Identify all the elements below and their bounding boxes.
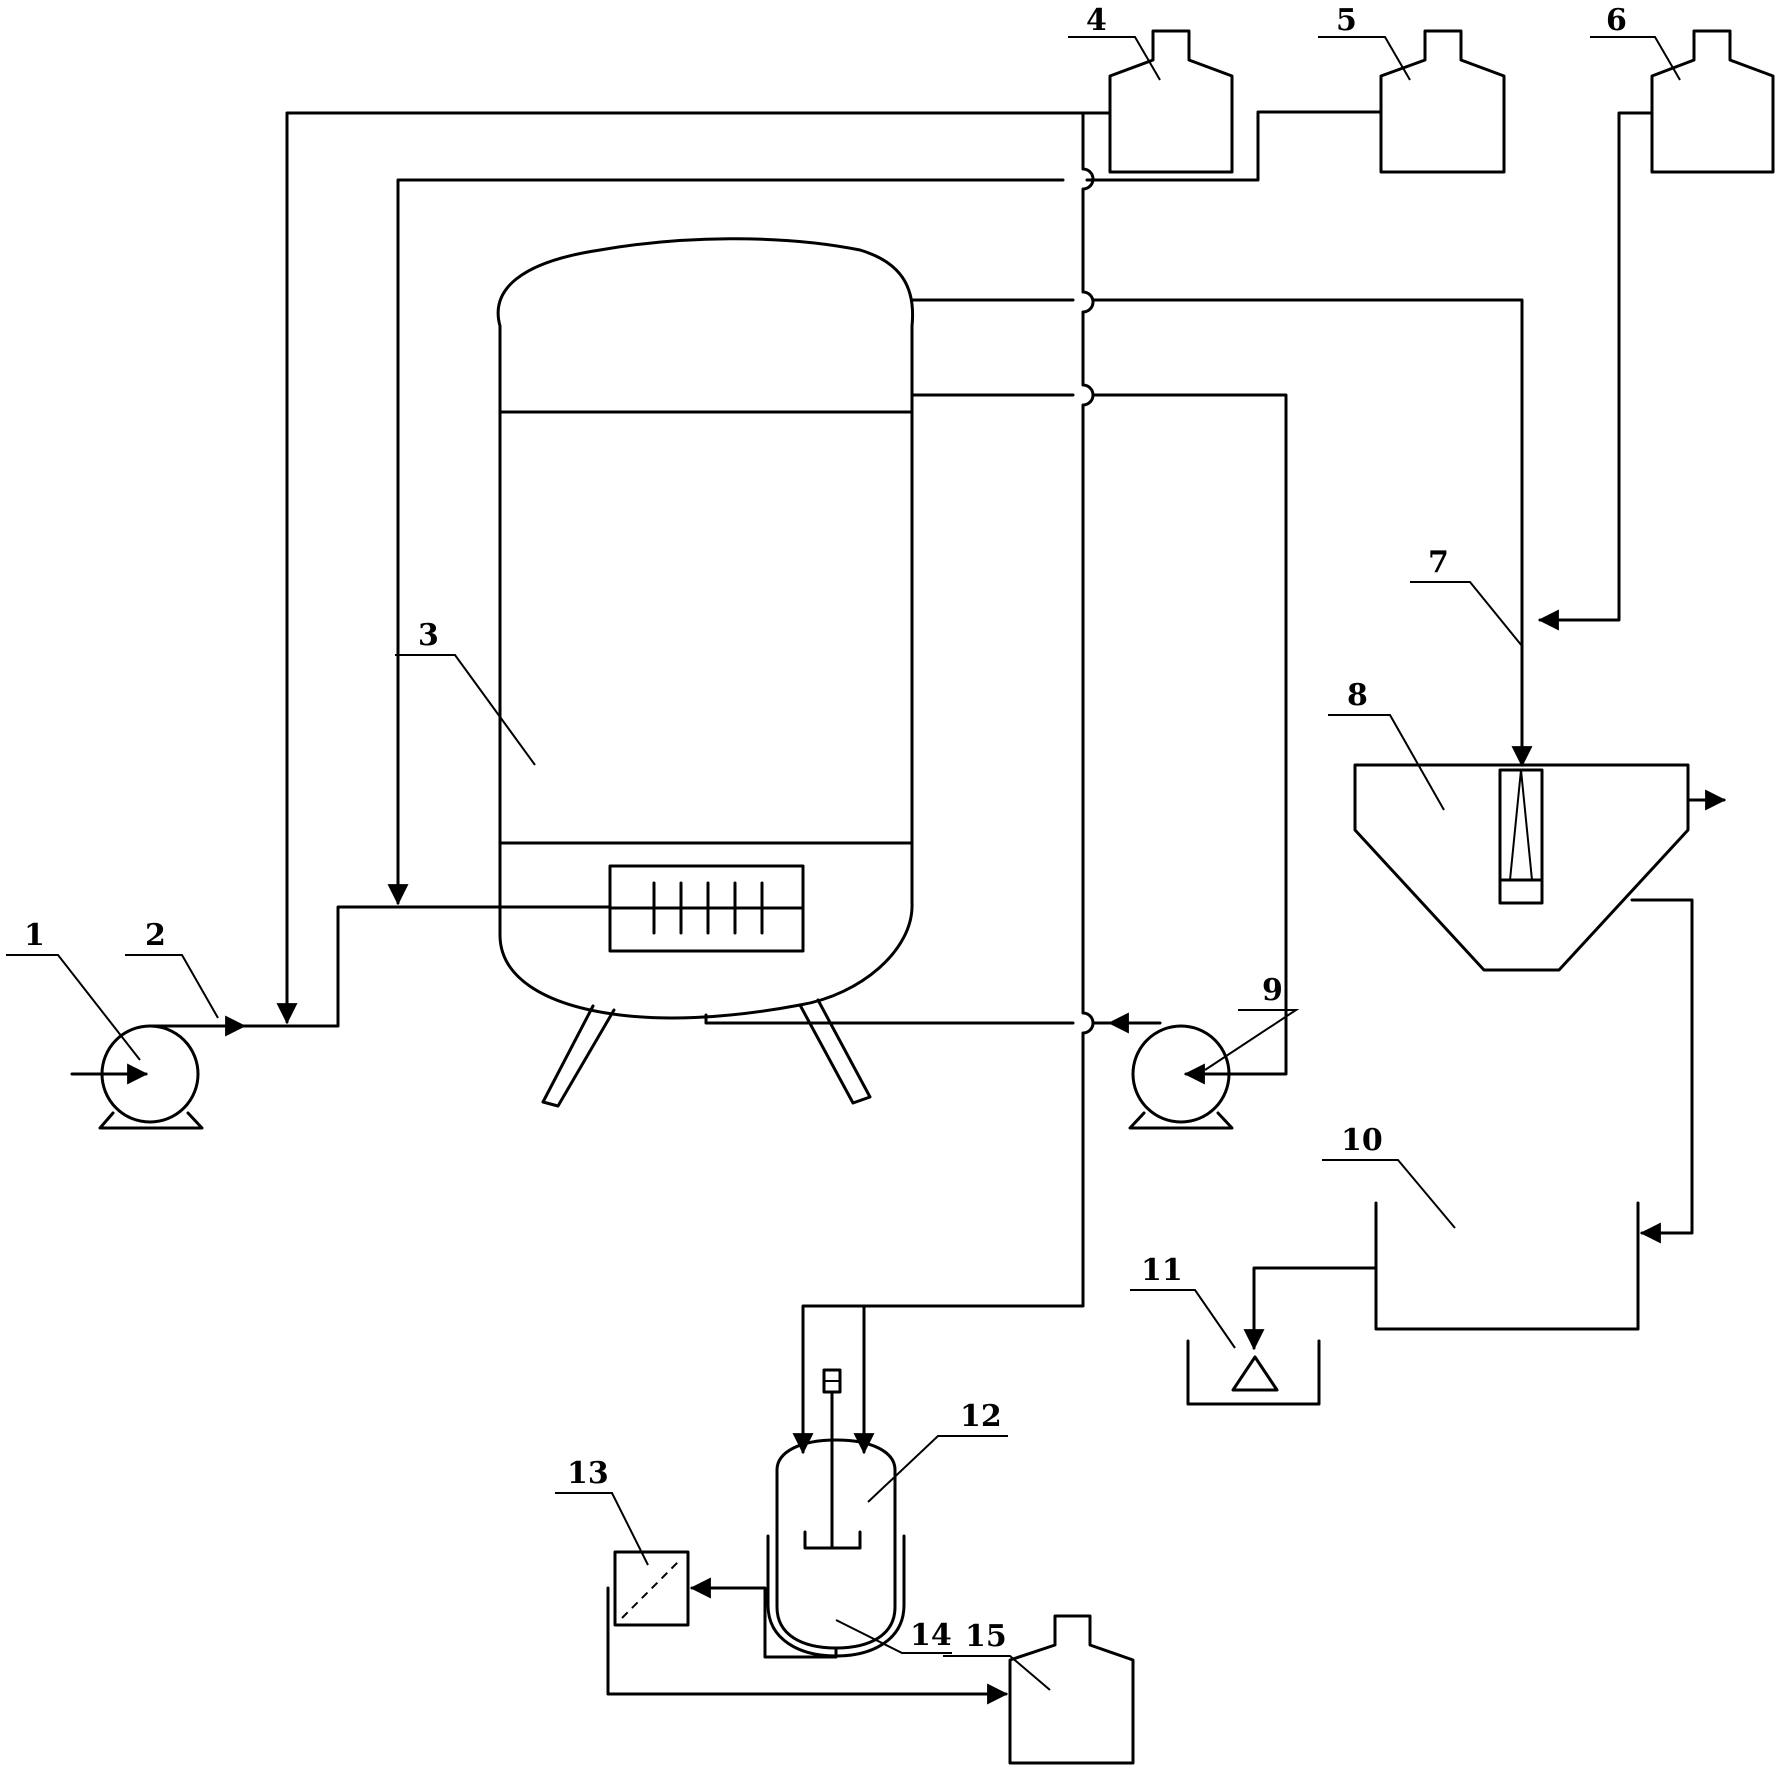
label-7: 7 [1428,545,1449,580]
leader-lines [6,36,1681,1691]
label-15: 15 [965,1619,1007,1654]
settling-tank-icon [1353,763,1690,972]
label-9: 9 [1262,973,1283,1008]
label-4: 4 [1086,3,1107,38]
label-3: 3 [418,618,439,653]
main-reactor-tank [496,237,915,1108]
label-6: 6 [1606,3,1627,38]
bottle-icon-6 [1650,29,1775,174]
bottle-icon-5 [1379,29,1506,174]
tank-10 [1374,1201,1640,1331]
label-13: 13 [567,1456,609,1491]
recycle-pump-icon [1128,1024,1234,1130]
label-2: 2 [145,918,166,953]
bottle-icon-4 [1108,29,1234,174]
label-10: 10 [1341,1123,1383,1158]
feed-pump-icon [98,1024,204,1130]
collection-vessel [1186,1339,1321,1406]
label-1: 1 [24,918,45,953]
label-12: 12 [960,1399,1002,1434]
bottle-icon-15 [1008,1614,1135,1765]
label-5: 5 [1336,3,1357,38]
label-11: 11 [1141,1253,1183,1288]
piping [148,110,1694,1705]
stirred-reactor [766,1368,906,1658]
filter-icon [613,1550,690,1627]
label-8: 8 [1347,678,1368,713]
label-14: 14 [910,1618,952,1653]
